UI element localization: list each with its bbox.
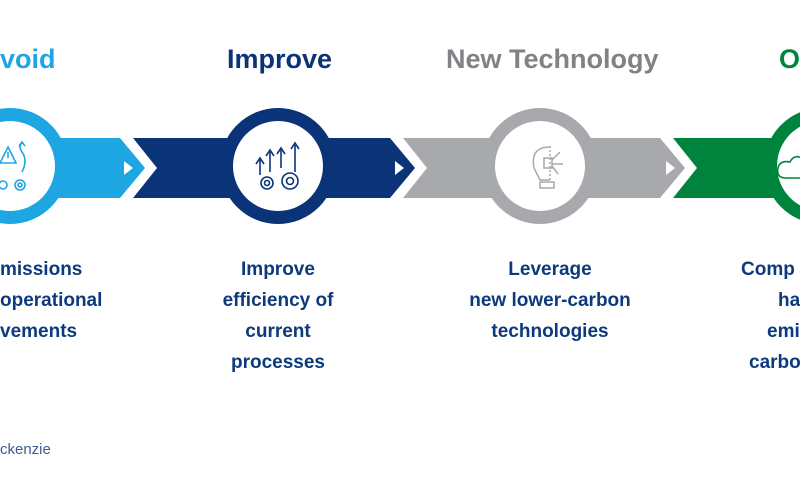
circle-improve (220, 108, 336, 224)
desc-line: current (245, 321, 311, 342)
step-title-offset: O (779, 44, 800, 74)
desc-line: carbo (749, 352, 800, 373)
desc-line: operational (0, 290, 103, 311)
desc-line: vements (0, 321, 78, 342)
desc-line: emiss (767, 321, 800, 342)
step-desc-avoid: missions operational vements (0, 254, 102, 347)
source-credit: ckenzie (0, 441, 51, 458)
circle-avoid (0, 108, 68, 224)
desc-line: Comp (741, 259, 795, 280)
circle-new-technology (482, 108, 598, 224)
desc-line: efficiency of (222, 290, 334, 311)
desc-line: Leverage (508, 259, 592, 280)
step-desc-improve: Improve efficiency of current processes (178, 254, 378, 378)
step-desc-offset: Comp hard emiss carbo (741, 254, 800, 378)
cloud-leaf-icon (776, 155, 800, 179)
circle-offset (764, 112, 800, 220)
warning-gears-icon (0, 140, 26, 191)
arrow-marker (395, 161, 404, 175)
arrow-marker (124, 161, 133, 175)
step-title-avoid: void (0, 44, 56, 74)
desc-line: new lower-carbon (469, 290, 631, 311)
step-title-improve: Improve (227, 44, 333, 74)
arrows-up-gears-icon (255, 141, 300, 190)
desc-line: processes (230, 352, 325, 373)
desc-line: technologies (491, 321, 609, 342)
desc-line: hard (778, 290, 800, 311)
step-title-new-technology: New Technology (446, 44, 659, 74)
step-desc-new-technology: Leverage new lower-carbon technologies (450, 254, 650, 347)
arrow-marker (666, 161, 675, 175)
desc-line: Improve (241, 259, 315, 280)
desc-line: missions (0, 259, 83, 280)
lightbulb-circuit-icon (532, 146, 563, 189)
